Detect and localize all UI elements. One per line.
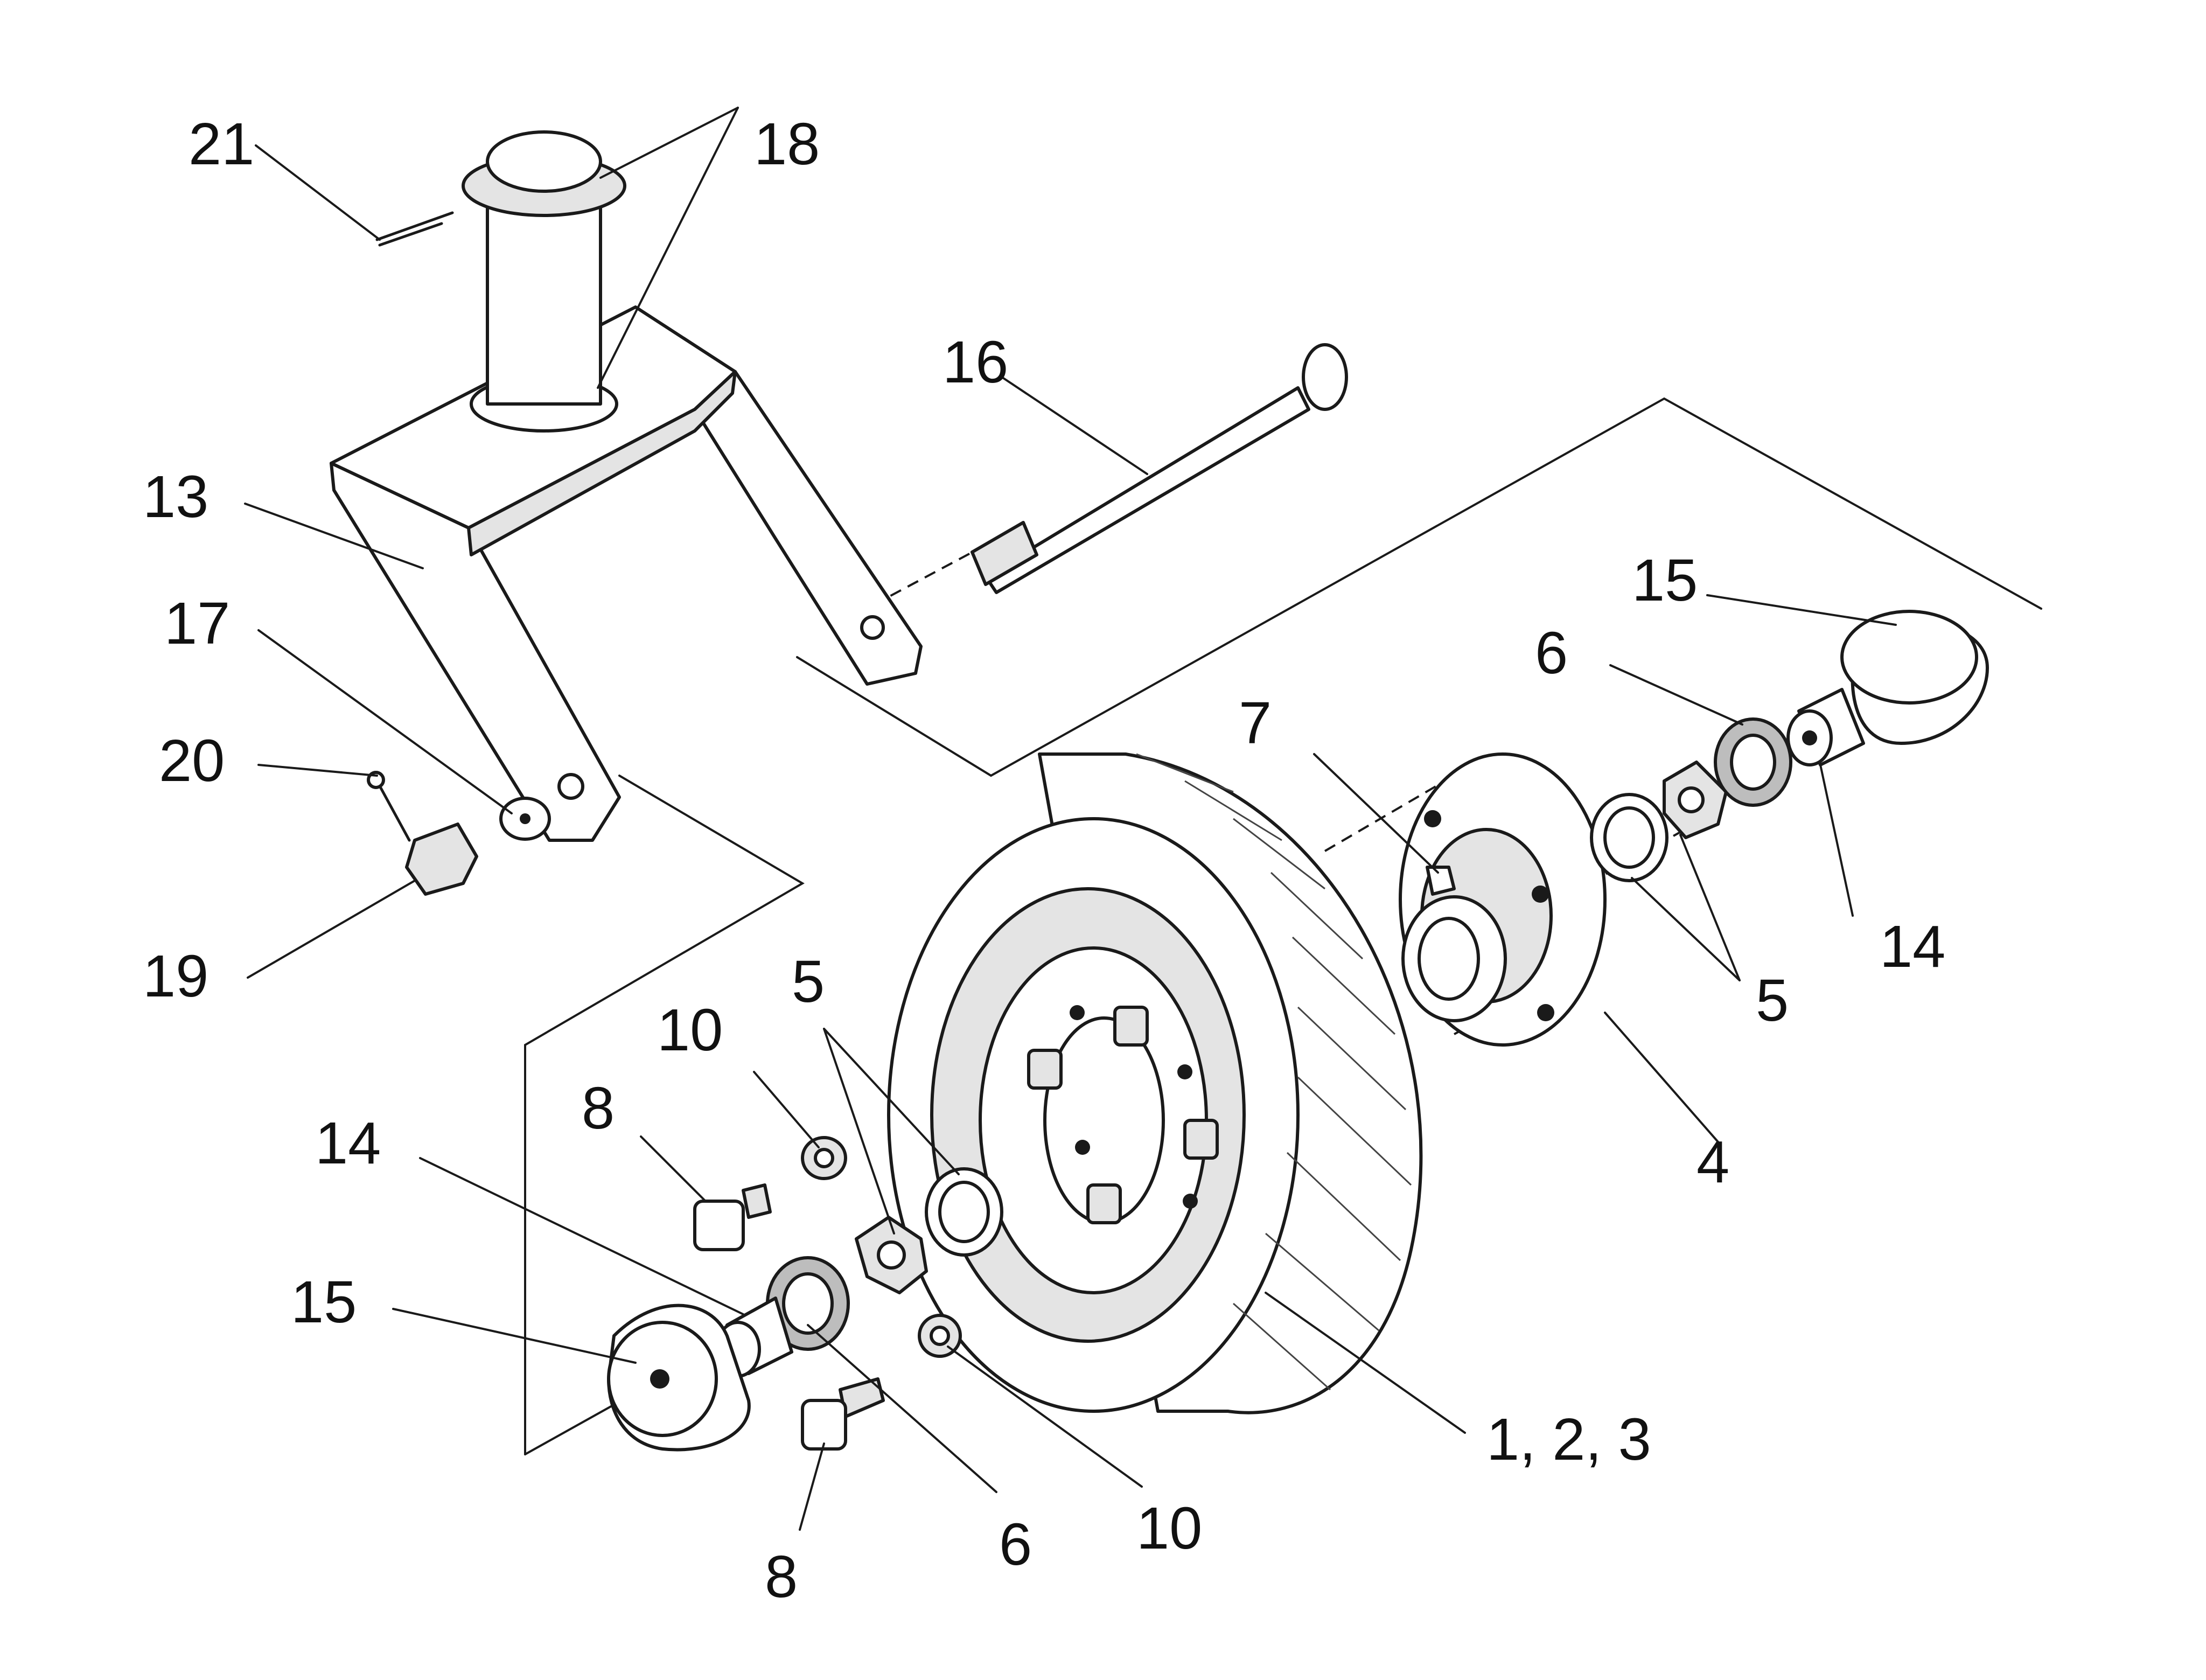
- label-17: 17: [164, 590, 230, 657]
- label-10-top: 10: [657, 997, 723, 1063]
- lock-washer-top: [801, 1136, 847, 1180]
- label-14-right: 14: [1880, 914, 1945, 980]
- axle-bolt: [971, 343, 1348, 594]
- bearing-cup-left: [925, 1167, 1003, 1257]
- cotter-pin-top: [375, 211, 454, 247]
- caster-fork: [330, 305, 923, 842]
- king-pin: [462, 130, 626, 433]
- grease-seal-right: [1714, 717, 1792, 807]
- wheel-bolts: [1027, 1005, 1219, 1224]
- label-13: 13: [143, 464, 208, 530]
- end-cap-left: [607, 1303, 751, 1452]
- label-7: 7: [1239, 690, 1272, 756]
- label-5-right: 5: [1756, 967, 1789, 1034]
- label-8-bottom: 8: [765, 1544, 798, 1610]
- label-14-left: 14: [315, 1110, 381, 1176]
- part-labels: 21 18 16 13 17 20 19 15 6 7 14 5 4 5 10 …: [143, 111, 1945, 1610]
- label-20: 20: [159, 728, 225, 794]
- label-19: 19: [143, 943, 208, 1009]
- lock-washer-bottom: [918, 1314, 962, 1358]
- label-6-right: 6: [1535, 620, 1568, 686]
- wheel-tire: [887, 752, 1423, 1414]
- wheel-hub: [1399, 752, 1607, 1047]
- split-pin-20: [367, 771, 411, 842]
- tire-tread: [1136, 753, 1412, 1391]
- grease-seal-left: [766, 1256, 850, 1351]
- label-8-top: 8: [582, 1075, 615, 1141]
- spacer-sleeve-right: [1786, 688, 1865, 766]
- leader-lines: [244, 107, 1897, 1531]
- label-4: 4: [1697, 1129, 1729, 1195]
- label-21: 21: [189, 111, 254, 177]
- washer-17: [499, 797, 551, 841]
- label-16: 16: [943, 329, 1008, 395]
- end-cap-right: [1840, 610, 1989, 745]
- label-1-2-3: 1, 2, 3: [1486, 1406, 1651, 1473]
- label-10-bottom: 10: [1136, 1495, 1202, 1562]
- label-15-right: 15: [1632, 547, 1698, 614]
- label-15-left: 15: [291, 1269, 357, 1335]
- hex-bolt-top: [693, 1183, 772, 1251]
- bearing-cone-right: [1663, 761, 1728, 839]
- label-6-bottom: 6: [999, 1511, 1032, 1578]
- hex-bolt-bottom: [801, 1377, 885, 1451]
- bearing-cup-right: [1590, 793, 1669, 882]
- label-5-left: 5: [792, 949, 825, 1015]
- label-18: 18: [754, 111, 820, 177]
- axle-nut: [405, 822, 478, 896]
